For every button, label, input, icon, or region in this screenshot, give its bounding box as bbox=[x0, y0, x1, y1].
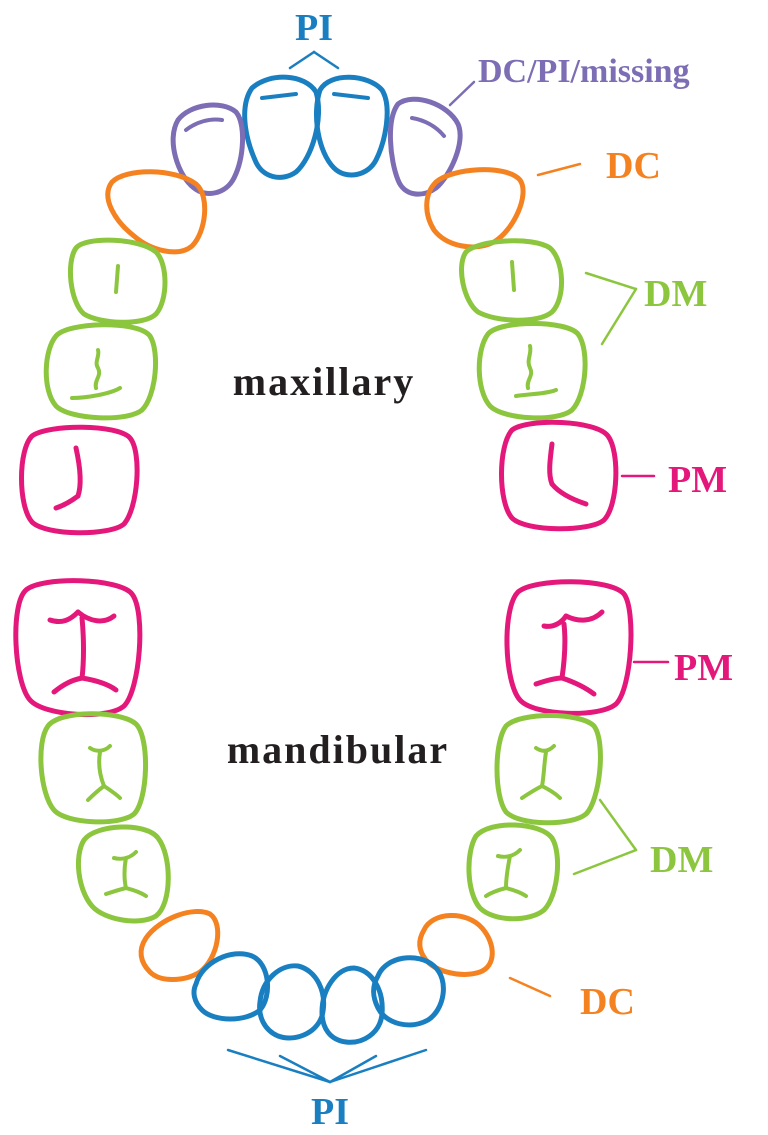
lower-permanent-molar-right bbox=[13, 578, 143, 717]
lower-deciduous-molar-1-left bbox=[466, 822, 560, 922]
label-lower-pi: PI bbox=[311, 1091, 349, 1133]
upper-lateral-incisor-left bbox=[388, 96, 463, 197]
upper-central-incisor-left bbox=[313, 74, 390, 178]
label-mandibular: mandibular bbox=[227, 727, 449, 772]
upper-permanent-molar-left bbox=[499, 419, 619, 532]
label-upper-pm: PM bbox=[668, 459, 727, 501]
label-upper-dm: DM bbox=[644, 273, 707, 315]
upper-lateral-incisor-right bbox=[170, 102, 246, 196]
lower-permanent-molar-right-side-left bbox=[504, 579, 634, 716]
lower-dm-leader bbox=[572, 798, 638, 876]
lower-central-incisor-left bbox=[319, 965, 385, 1045]
upper-deciduous-molar-2-right bbox=[43, 322, 159, 421]
lower-pi-leader bbox=[226, 1048, 428, 1084]
leader-lines bbox=[226, 50, 670, 1084]
labels: PI DC/PI/missing DC DM PM PM DM DC PI ma… bbox=[227, 7, 733, 1133]
label-upper-dc: DC bbox=[606, 145, 661, 187]
label-lower-dm: DM bbox=[650, 839, 713, 881]
label-upper-pi: PI bbox=[295, 7, 333, 49]
label-upper-dc-pi-missing: DC/PI/missing bbox=[478, 53, 690, 90]
upper-dm-leader bbox=[584, 271, 638, 346]
maxillary-arch bbox=[19, 74, 619, 536]
upper-dc-pi-missing-leader bbox=[448, 80, 476, 107]
label-lower-pm: PM bbox=[674, 647, 733, 689]
lower-deciduous-molar-1-right bbox=[76, 824, 171, 924]
label-maxillary: maxillary bbox=[233, 359, 415, 404]
lower-deciduous-molar-2-left bbox=[494, 713, 603, 826]
upper-deciduous-molar-1-left bbox=[459, 238, 565, 323]
lower-lateral-incisor-right bbox=[191, 951, 271, 1022]
label-lower-dc: DC bbox=[580, 981, 635, 1023]
lower-dc-leader bbox=[508, 976, 552, 998]
upper-deciduous-molar-1-right bbox=[68, 237, 168, 325]
upper-canine-left bbox=[424, 167, 526, 250]
lower-canine-left bbox=[417, 913, 495, 977]
mandibular-arch bbox=[13, 578, 634, 1045]
upper-central-incisor-right bbox=[242, 74, 322, 180]
lower-central-incisor-right bbox=[257, 963, 326, 1041]
upper-dc-leader bbox=[536, 162, 582, 177]
lower-lateral-incisor-left bbox=[371, 955, 446, 1028]
upper-canine-right bbox=[105, 169, 208, 255]
upper-pi-leader bbox=[288, 50, 340, 70]
upper-deciduous-molar-2-left bbox=[476, 321, 588, 421]
lower-deciduous-molar-2-right bbox=[38, 711, 149, 825]
upper-permanent-molar-right bbox=[19, 424, 140, 536]
